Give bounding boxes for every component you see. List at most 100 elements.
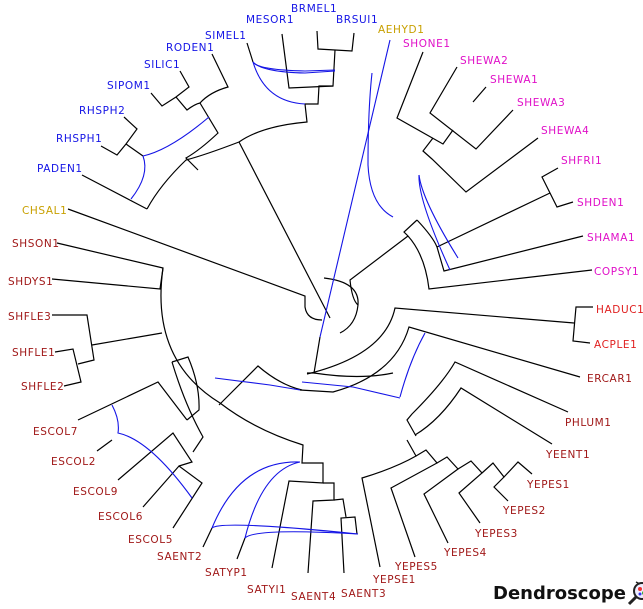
tree-edge [406,361,569,437]
leaf-label-escol7[interactable]: ESCOL7 [33,426,78,438]
leaf-label-escol2[interactable]: ESCOL2 [51,456,96,468]
tree-edge [185,53,229,171]
leaf-label-silic1[interactable]: SILIC1 [144,59,180,71]
leaf-label-yepes4[interactable]: YEPES4 [443,547,487,559]
tree-edge [51,242,164,290]
leaf-label-escol5[interactable]: ESCOL5 [128,534,173,546]
leaf-label-roden1[interactable]: RODEN1 [166,42,214,54]
leaf-label-yepse1[interactable]: YEPSE1 [372,574,416,586]
leaf-label-saent2[interactable]: SAENT2 [157,551,202,563]
leaf-label-shdys1[interactable]: SHDYS1 [8,276,53,288]
tree-edge [238,141,331,319]
leaf-label-shama1[interactable]: SHAMA1 [587,232,635,244]
reticulate-edge [244,531,359,539]
tree-edge [146,85,333,210]
leaf-label-yepes3[interactable]: YEPES3 [474,528,518,540]
leaf-label-sipom1[interactable]: SIPOM1 [107,80,151,92]
logo-text: Dendroscope [493,582,626,604]
reticulate-edge [130,155,146,200]
leaf-label-yeent1[interactable]: YEENT1 [545,449,590,461]
leaf-label-copsy1[interactable]: COPSY1 [594,266,639,278]
reticulate-edge [252,61,306,105]
tree-edge [572,306,593,344]
reticulate-edge [252,61,336,74]
reticulate-edge [418,174,459,259]
tree-edge [150,70,190,107]
tree-edge [54,348,82,387]
tree-edges [51,30,593,574]
leaf-label-brmel1[interactable]: BRMEL1 [291,3,337,15]
leaf-label-shewa1[interactable]: SHEWA1 [490,74,538,86]
leaf-label-paden1[interactable]: PADEN1 [37,163,83,175]
leaf-label-shfle2[interactable]: SHFLE2 [21,381,64,393]
leaf-label-shewa3[interactable]: SHEWA3 [517,97,565,109]
magnifier-icon [627,581,643,606]
leaf-label-ercar1[interactable]: ERCAR1 [587,373,633,385]
reticulate-edge [367,72,394,218]
leaf-label-shfle1[interactable]: SHFLE1 [12,347,55,359]
leaf-label-haduc1[interactable]: HADUC1 [596,304,643,316]
leaf-label-escol6[interactable]: ESCOL6 [98,511,143,523]
tree-edge [361,439,417,568]
tree-edge [96,439,113,452]
tree-edge [171,356,200,421]
tree-edge [541,167,574,208]
leaf-label-rhsph1[interactable]: RHSPH1 [56,133,102,145]
leaf-label-aehyd1[interactable]: AEHYD1 [378,24,425,36]
tree-edge [160,267,324,569]
leaf-label-shewa2[interactable]: SHEWA2 [460,55,508,67]
leaf-label-satyp1[interactable]: SATYP1 [205,567,248,579]
tree-edge [171,361,204,453]
tree-edge [316,30,355,52]
leaf-label-satyi1[interactable]: SATYI1 [247,584,286,596]
leaf-label-shden1[interactable]: SHDEN1 [577,197,624,209]
leaf-label-shson1[interactable]: SHSON1 [12,238,60,250]
tree-edge [396,51,454,145]
tree-edge [323,277,359,334]
tree-edge [281,33,336,89]
leaf-label-brsui1[interactable]: BRSUI1 [336,14,378,26]
leaf-label-yepes1[interactable]: YEPES1 [526,479,570,491]
tree-edge [422,137,539,193]
leaf-label-saent3[interactable]: SAENT3 [341,588,386,600]
reticulate-edge [142,116,210,157]
tree-edge [423,456,459,544]
reticulate-edge [211,461,301,529]
tree-edge [142,465,203,529]
tree-edge [175,96,201,111]
leaf-label-shone1[interactable]: SHONE1 [403,38,451,50]
tree-edge [117,432,193,481]
reticulate-edge [319,39,391,338]
leaf-label-phlum1[interactable]: PHLUM1 [565,417,612,429]
leaf-label-shfle3[interactable]: SHFLE3 [8,311,51,323]
leaf-label-mesor1[interactable]: MESOR1 [246,14,294,26]
tree-edge [414,387,553,445]
tree-edge [340,516,358,574]
reticulate-edge [214,377,301,391]
reticulate-edge [211,524,359,535]
tree-edge [333,498,347,518]
leaf-label-yepes5[interactable]: YEPES5 [394,561,438,573]
tree-edge [218,365,303,406]
leaf-label-shewa4[interactable]: SHEWA4 [541,125,589,137]
leaf-label-chsal1[interactable]: CHSAL1 [22,205,67,217]
tree-edge [125,143,144,157]
leaf-label-rhsph2[interactable]: RHSPH2 [79,105,125,117]
leaf-label-simel1[interactable]: SIMEL1 [205,30,247,42]
leaf-label-saent4[interactable]: SAENT4 [291,591,336,603]
reticulate-edge [244,461,301,539]
tree-edge [202,527,213,548]
tree-edge [246,42,254,63]
leaf-label-shfri1[interactable]: SHFRI1 [561,155,602,167]
leaf-label-yepes2[interactable]: YEPES2 [502,505,546,517]
reticulate-edge [301,381,401,399]
dendroscope-logo: Dendroscope [493,580,643,606]
tree-edge [52,314,95,365]
tree-edge [481,462,509,502]
leaf-label-escol9[interactable]: ESCOL9 [73,486,118,498]
leaf-label-acple1[interactable]: ACPLE1 [594,339,637,351]
tree-edge [313,372,394,378]
tree-edge [236,537,246,560]
